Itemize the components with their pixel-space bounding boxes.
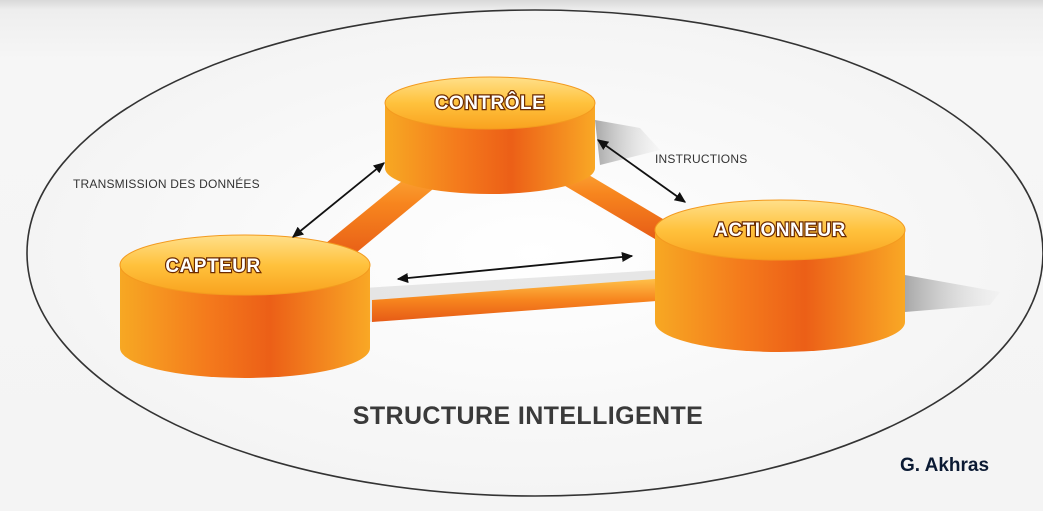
actionneur-shadow	[905, 275, 1000, 312]
node-label-capteur: CAPTEUR	[165, 256, 260, 277]
node-capteur: CAPTEUR	[119, 234, 371, 378]
node-actionneur: ACTIONNEUR	[654, 199, 906, 352]
node-label-controle: CONTRÔLE	[435, 92, 546, 114]
node-controle: CONTRÔLE	[384, 76, 596, 194]
node-label-actionneur: ACTIONNEUR	[714, 220, 846, 241]
author-credit: G. Akhras	[900, 455, 990, 476]
edge-label-instructions: INSTRUCTIONS	[655, 152, 747, 166]
arrow-capteur-actionneur	[396, 251, 634, 284]
edge-label-transmission: TRANSMISSION DES DONNÉES	[73, 176, 260, 191]
beam-capteur-actionneur	[372, 278, 670, 322]
arrow-controle-actionneur	[596, 139, 687, 203]
diagram-title: STRUCTURE INTELLIGENTE	[353, 402, 703, 430]
arrow-capteur-controle	[292, 162, 385, 238]
